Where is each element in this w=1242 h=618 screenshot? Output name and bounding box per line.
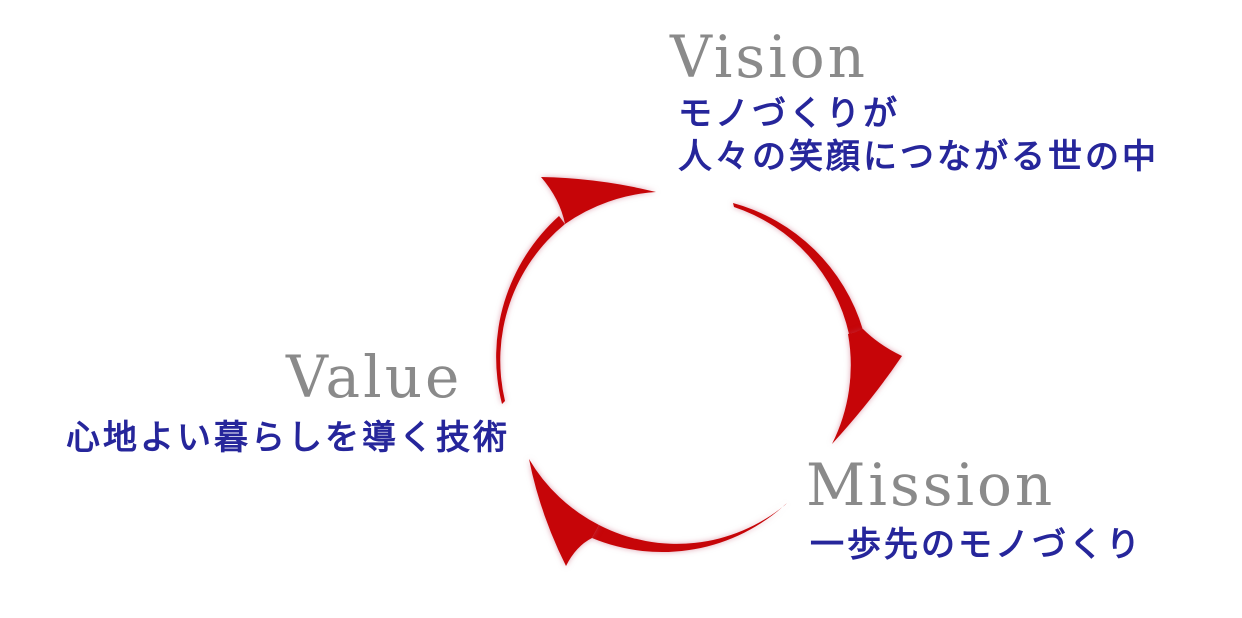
mission-title: Mission — [806, 451, 1056, 519]
arrow-value-to-vision-head-icon — [541, 177, 656, 224]
vision-description-line-2: 人々の笑顔につながる世の中 — [678, 137, 1159, 177]
arrow-mission-to-value-head-icon — [529, 459, 599, 566]
arrow-value-to-vision-arc — [496, 216, 565, 404]
arrow-vision-to-mission — [733, 203, 902, 444]
arrow-mission-to-value-arc — [592, 503, 787, 553]
vision-title: Vision — [670, 23, 869, 91]
arrow-vision-to-mission-arc — [733, 203, 863, 334]
arrow-value-to-vision — [496, 177, 656, 404]
value-description: 心地よい暮らしを導く技術 — [66, 418, 510, 458]
mission-description: 一歩先のモノづくり — [810, 525, 1143, 565]
vision-description-line-1: モノづくりが — [678, 94, 900, 134]
vision-description: モノづくりが 人々の笑顔につながる世の中 — [678, 93, 1159, 179]
arrow-vision-to-mission-head-icon — [832, 329, 902, 444]
value-title: Value — [286, 343, 463, 411]
arrow-mission-to-value — [529, 459, 787, 566]
